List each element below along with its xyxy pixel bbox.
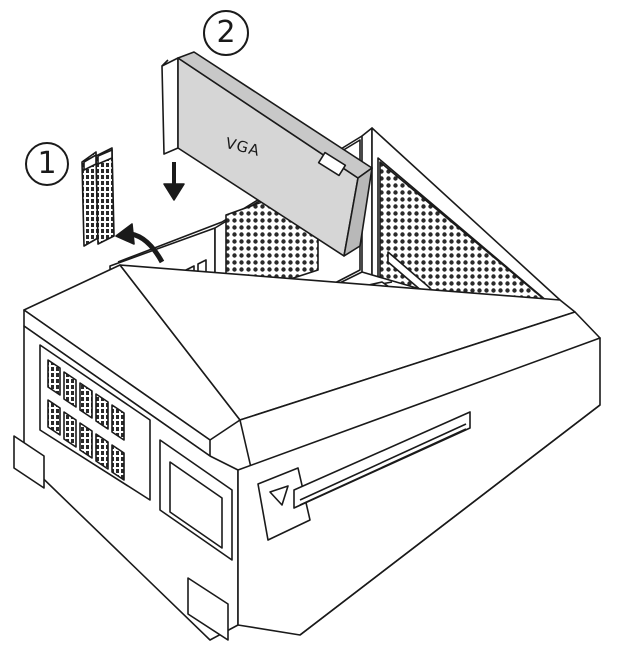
front-vent-grid bbox=[47, 359, 125, 481]
step-2-badge: 2 bbox=[203, 10, 249, 56]
step-1-badge: 1 bbox=[25, 142, 69, 186]
graphics-card bbox=[161, 51, 373, 257]
case-front-panel bbox=[13, 325, 239, 641]
step-2-number: 2 bbox=[216, 15, 236, 50]
case-right-bezel bbox=[237, 337, 601, 636]
bezel-logo-icon bbox=[269, 485, 289, 506]
step-1-number: 1 bbox=[37, 146, 57, 181]
pci-slot-covers bbox=[81, 147, 115, 247]
power-connector-icon bbox=[317, 151, 347, 177]
insert-arrow-icon bbox=[163, 162, 185, 201]
